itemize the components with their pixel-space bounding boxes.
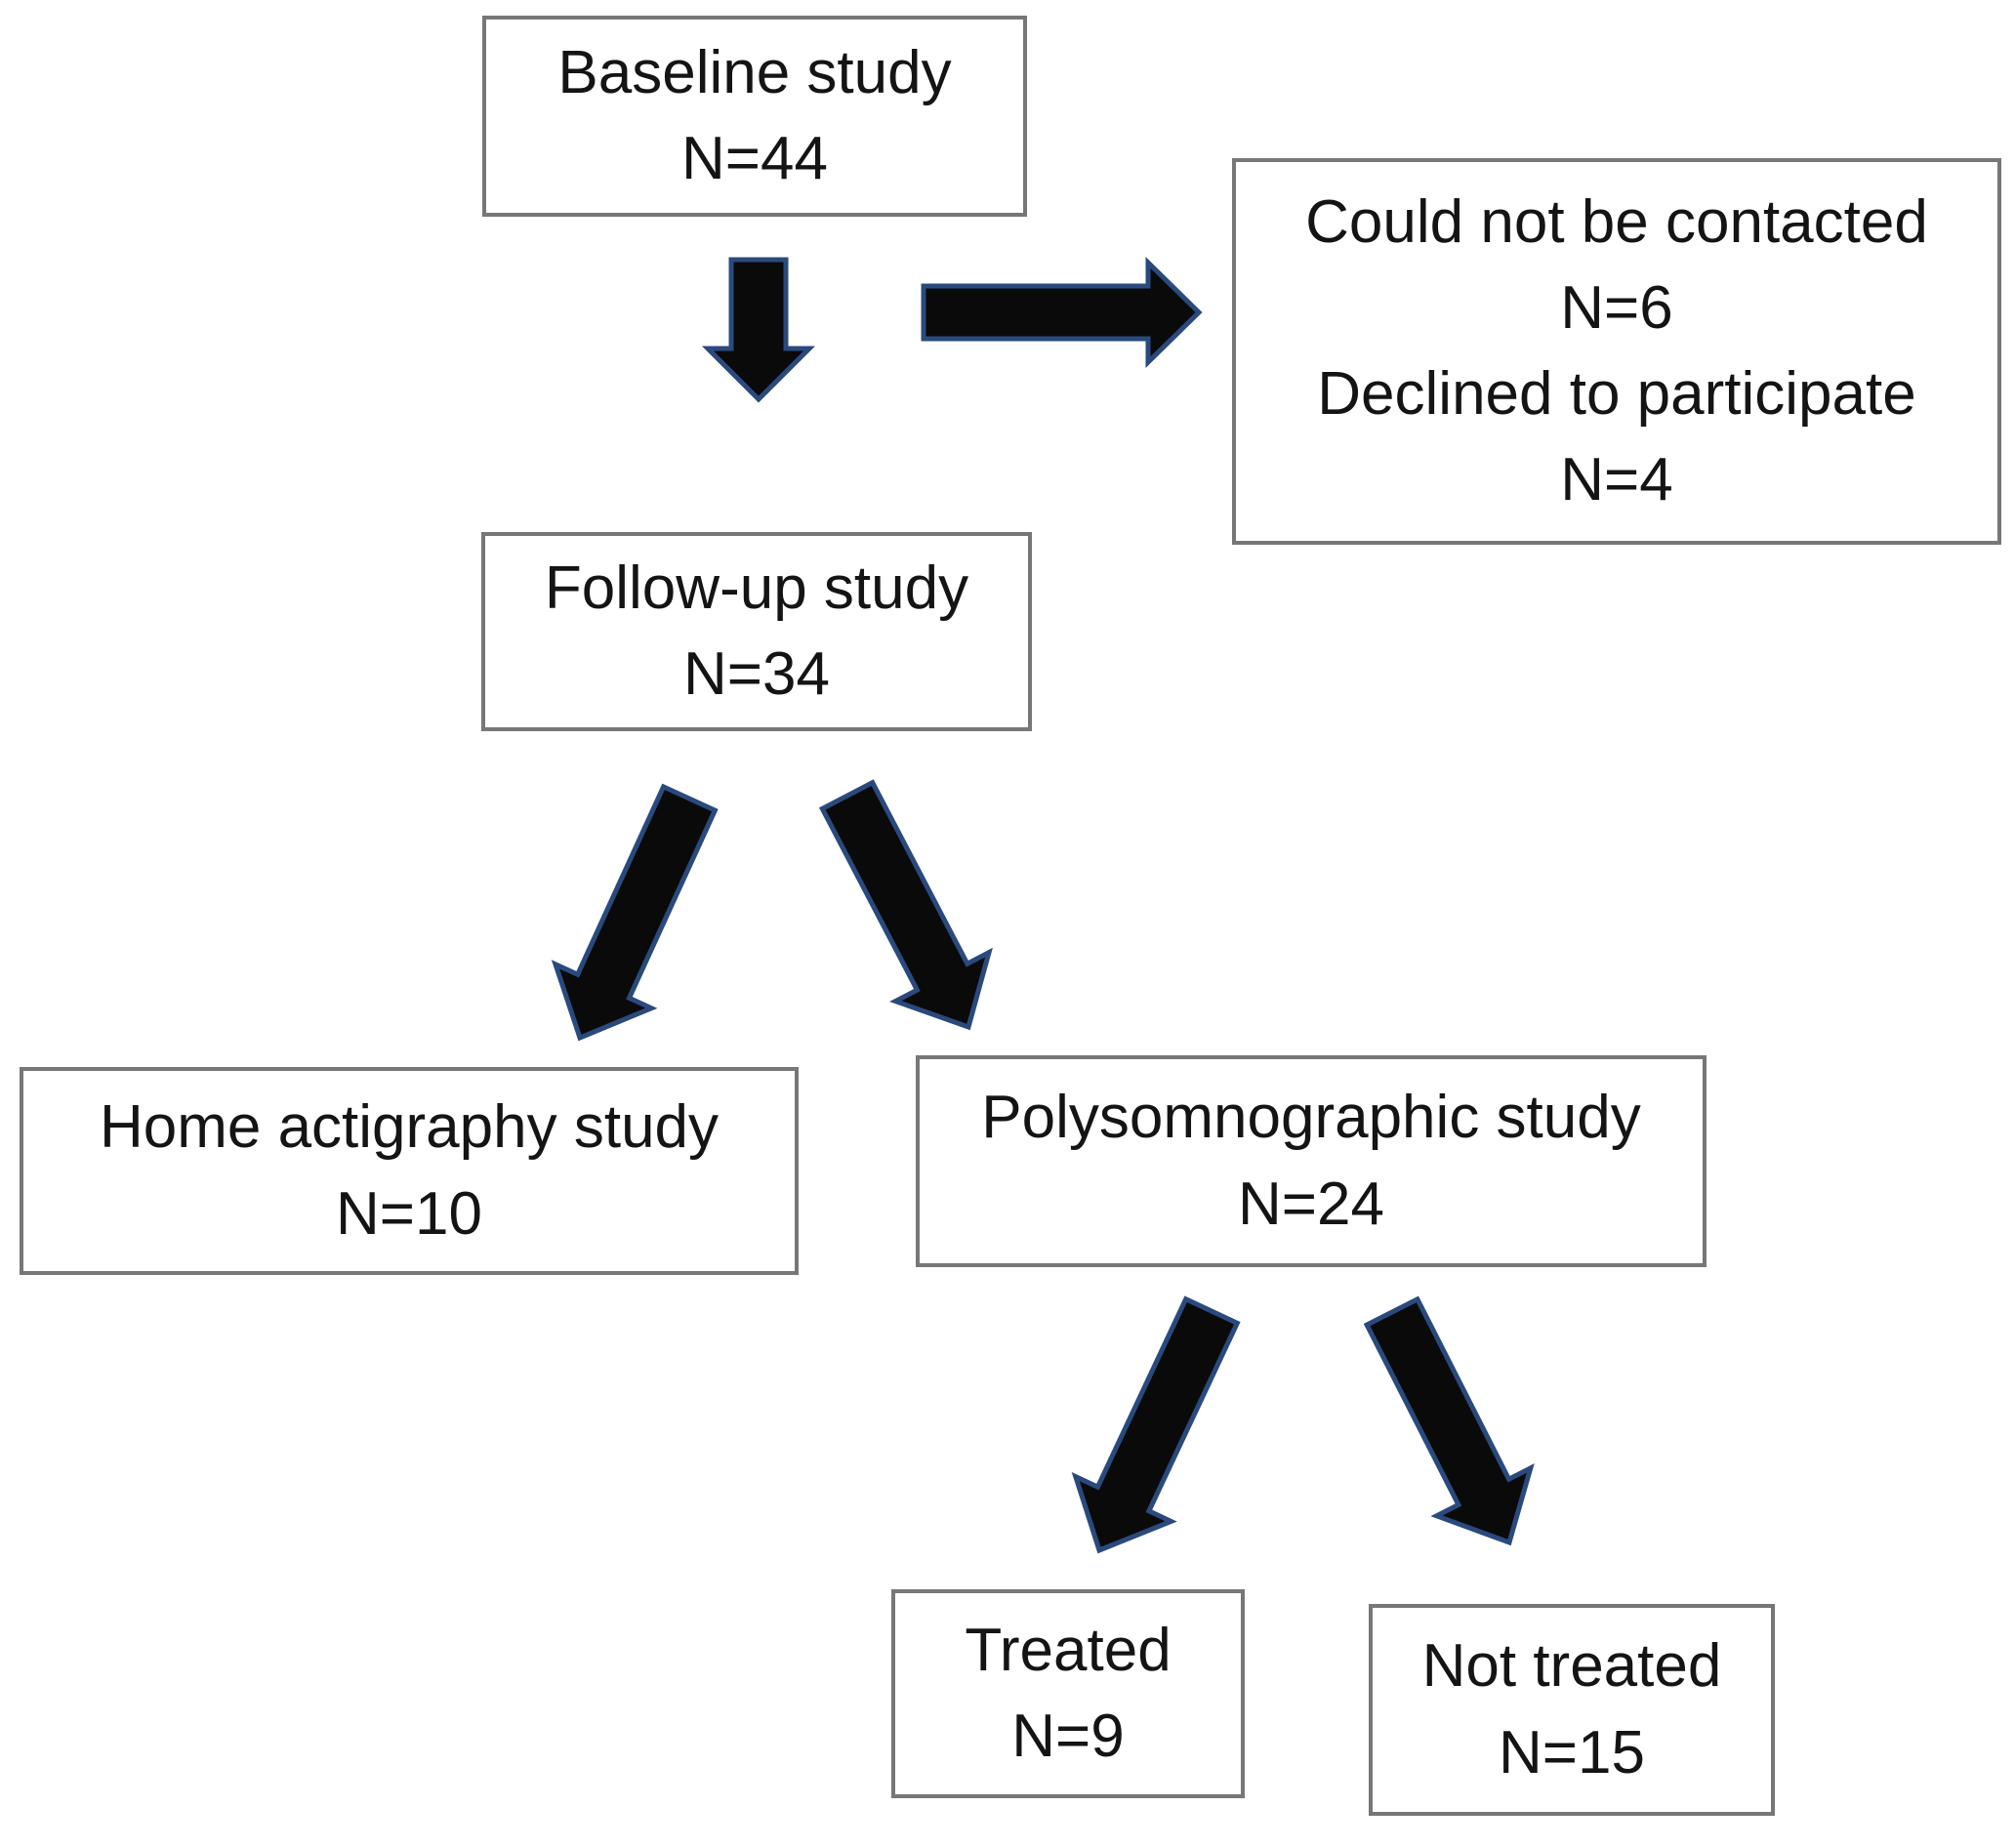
arrow-baseline-to-exclusions-icon <box>921 257 1203 368</box>
node-not-treated: Not treated N=15 <box>1369 1604 1775 1816</box>
arrow-follow-up-to-home-icon <box>551 783 719 1042</box>
node-count: N=44 <box>681 125 828 192</box>
node-label: Treated <box>965 1616 1172 1684</box>
node-count: N=10 <box>336 1179 482 1248</box>
node-count: N=24 <box>1238 1170 1384 1238</box>
node-count: N=6 <box>1560 273 1673 342</box>
node-count: N=4 <box>1560 446 1673 514</box>
node-home-actigraphy-study: Home actigraphy study N=10 <box>20 1067 799 1275</box>
node-label: Home actigraphy study <box>99 1093 720 1162</box>
node-baseline-study: Baseline study N=44 <box>482 16 1027 217</box>
node-label: Polysomnographic study <box>981 1084 1641 1152</box>
node-label: Follow-up study <box>544 554 969 622</box>
arrow-poly-to-treated-icon <box>1071 1295 1241 1554</box>
arrow-follow-up-to-poly-icon <box>818 779 993 1031</box>
node-label: Declined to participate <box>1317 360 1916 428</box>
node-label: Not treated <box>1421 1632 1722 1701</box>
node-polysomnographic-study: Polysomnographic study N=24 <box>916 1055 1707 1267</box>
node-follow-up-study: Follow-up study N=34 <box>481 532 1032 731</box>
node-label: Baseline study <box>557 38 952 106</box>
node-exclusions: Could not be contacted N=6 Declined to p… <box>1232 158 2001 545</box>
node-count: N=9 <box>1011 1703 1125 1770</box>
node-treated: Treated N=9 <box>891 1589 1245 1798</box>
node-label: Could not be contacted <box>1305 187 1928 256</box>
arrow-poly-to-not-treated-icon <box>1363 1295 1535 1546</box>
arrow-baseline-to-follow-up-icon <box>701 257 816 403</box>
node-count: N=15 <box>1499 1718 1645 1786</box>
node-count: N=34 <box>683 640 830 708</box>
